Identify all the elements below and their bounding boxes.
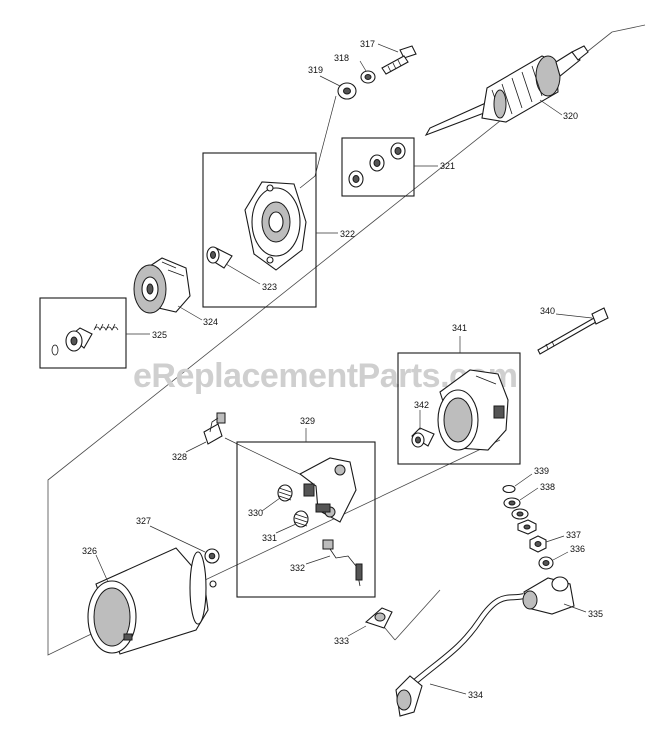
part-320-armature bbox=[424, 45, 589, 137]
part-327-washer bbox=[204, 548, 220, 588]
label-319: 319 bbox=[308, 65, 323, 75]
part-319-washer bbox=[337, 82, 357, 100]
part-336-insulator bbox=[538, 556, 554, 570]
label-336: 336 bbox=[570, 544, 585, 554]
part-339-o-ring bbox=[502, 484, 516, 494]
label-337: 337 bbox=[566, 530, 581, 540]
part-318-washer bbox=[360, 70, 376, 84]
part-323-bushing bbox=[206, 246, 233, 269]
part-329-brush-holder bbox=[298, 457, 357, 523]
part-325-box bbox=[39, 297, 127, 369]
label-335: 335 bbox=[588, 609, 603, 619]
part-338-washers bbox=[503, 497, 537, 535]
part-340-through-bolt bbox=[537, 307, 609, 355]
label-321: 321 bbox=[440, 161, 455, 171]
part-322-end-plate bbox=[244, 181, 307, 271]
label-334: 334 bbox=[468, 690, 483, 700]
label-328: 328 bbox=[172, 452, 187, 462]
part-342-bushing bbox=[411, 427, 435, 448]
label-340: 340 bbox=[540, 306, 555, 316]
part-337-nut bbox=[529, 535, 547, 553]
label-318: 318 bbox=[334, 53, 349, 63]
label-332: 332 bbox=[290, 563, 305, 573]
label-342: 342 bbox=[414, 400, 429, 410]
label-333: 333 bbox=[334, 636, 349, 646]
label-324: 324 bbox=[203, 317, 218, 327]
part-330-spring bbox=[277, 484, 293, 502]
part-332-brush-lead bbox=[322, 539, 363, 587]
label-322: 322 bbox=[340, 229, 355, 239]
label-326: 326 bbox=[82, 546, 97, 556]
part-328-brush bbox=[203, 412, 226, 445]
label-323: 323 bbox=[262, 282, 277, 292]
label-339: 339 bbox=[534, 466, 549, 476]
label-325: 325 bbox=[152, 330, 167, 340]
part-317-bolt bbox=[381, 45, 417, 75]
part-321-box bbox=[341, 137, 415, 197]
label-329: 329 bbox=[300, 416, 315, 426]
label-320: 320 bbox=[563, 111, 578, 121]
label-327: 327 bbox=[136, 516, 151, 526]
part-341-front-housing bbox=[437, 369, 509, 451]
label-331: 331 bbox=[262, 533, 277, 543]
part-321-washers bbox=[348, 142, 406, 188]
label-330: 330 bbox=[248, 508, 263, 518]
part-326-yoke bbox=[87, 547, 209, 655]
part-325-parts bbox=[51, 323, 119, 356]
label-341: 341 bbox=[452, 323, 467, 333]
part-334-lead-wire bbox=[395, 593, 525, 717]
part-324-pinion-gear bbox=[133, 257, 191, 314]
part-335-terminal-cap bbox=[522, 576, 575, 615]
part-322-box bbox=[202, 152, 317, 308]
part-331-spring bbox=[293, 510, 309, 528]
label-338: 338 bbox=[540, 482, 555, 492]
part-341-box bbox=[397, 352, 521, 465]
label-317: 317 bbox=[360, 39, 375, 49]
part-333-grommet bbox=[364, 607, 393, 629]
